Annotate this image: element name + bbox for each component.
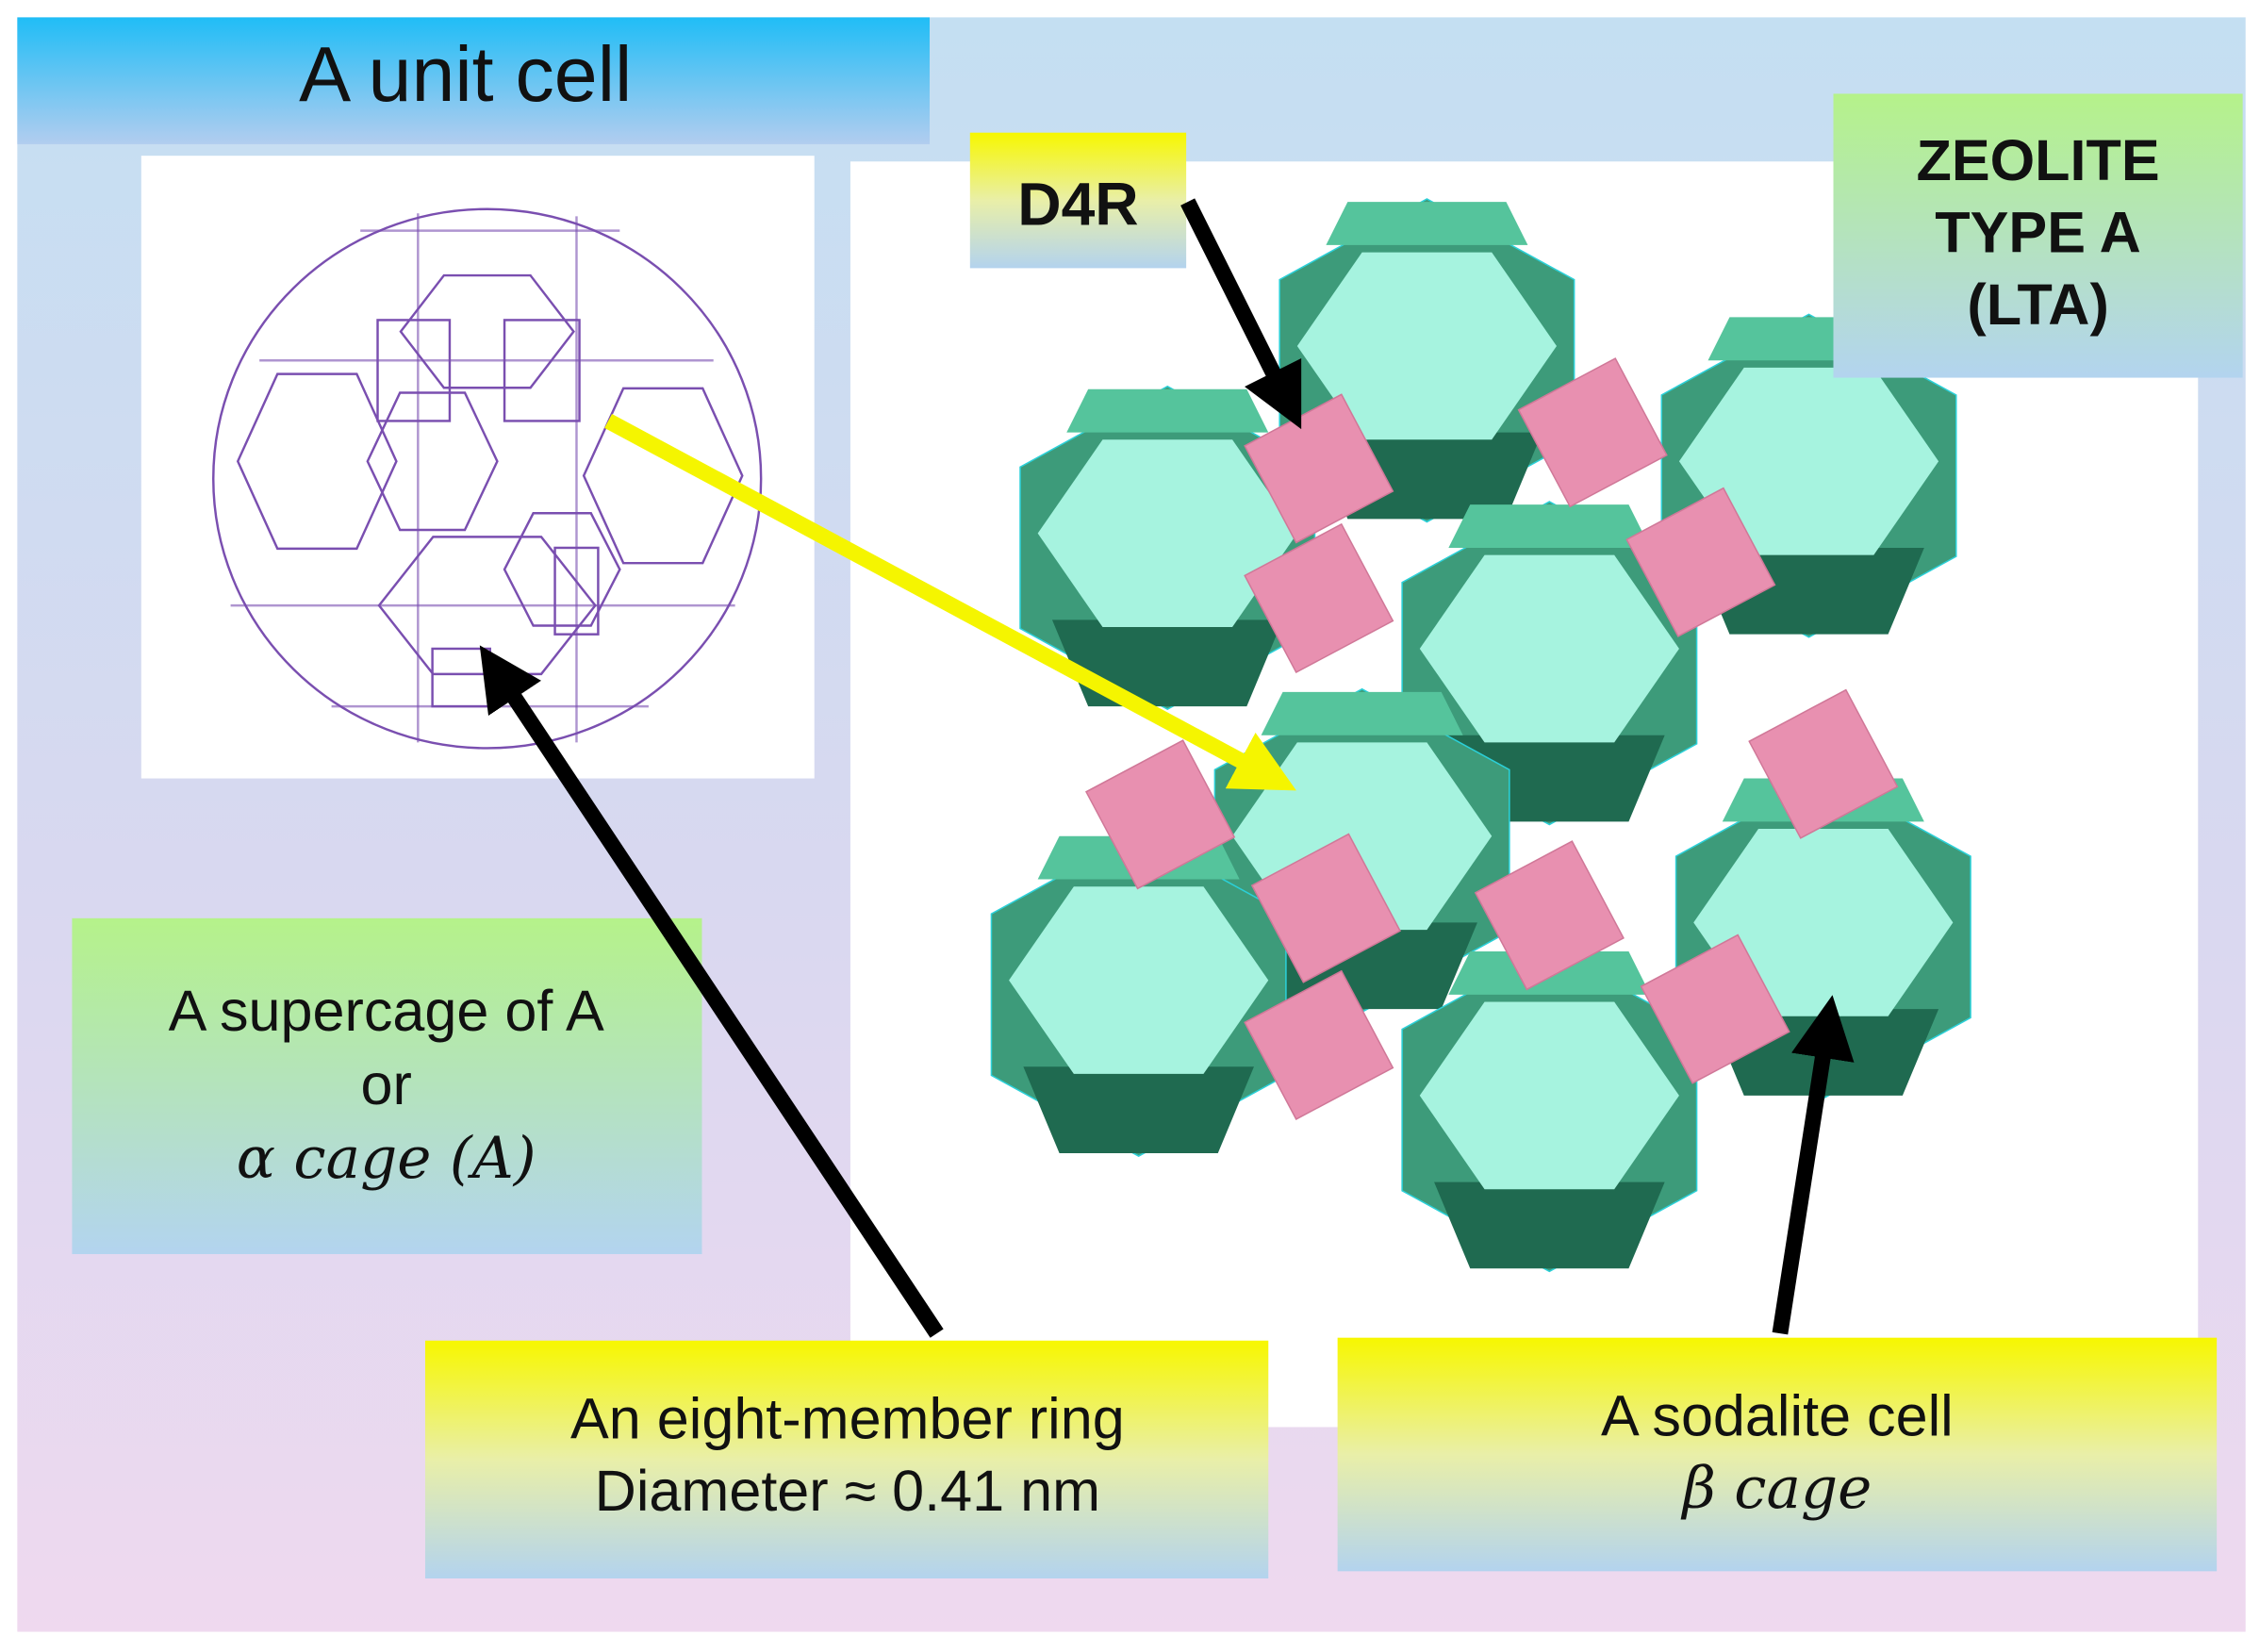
zeolite-label-box: ZEOLITE TYPE A (LTA) [1833,93,2243,378]
zeolite-label-line: ZEOLITE [1917,128,2160,192]
ring-label-line: Diameter ≈ 0.41 nm [595,1459,1100,1523]
highlight-arrow-icon [604,414,1296,791]
d4r-pointer-arrow-icon [1180,198,1302,430]
d4r-square [1085,739,1236,890]
supercage-label-line: or [361,1052,412,1116]
ring-label-line: An eight-member ring [570,1387,1125,1451]
alpha-cage-panel [140,156,815,779]
zeolite-framework-icon [990,198,1971,1273]
d4r-label: D4R [1017,171,1138,239]
sodalite-label-box: A sodalite cell β cage [1337,1337,2218,1572]
title-box: A unit cell [17,17,931,144]
polyhedron-wireframe-icon [212,207,763,750]
sodalite-cage [1278,198,1575,523]
zeolite-label-line: (LTA) [1967,273,2108,337]
d4r-square [1250,833,1401,983]
d4r-square [1244,522,1394,674]
sodalite-pointer-arrow-icon [1772,995,1855,1335]
sodalite-cage [1401,948,1698,1273]
d4r-square [1244,969,1394,1120]
supercage-label-line: A supercage of A [169,979,604,1043]
sodalite-label-line: A sodalite cell [1601,1384,1954,1448]
supercage-label-box: A supercage of A or α cage (A) [72,917,702,1255]
d4r-square [1474,840,1625,991]
d4r-square [1625,487,1776,637]
sodalite-cage [1019,385,1316,711]
supercage-label-line: α cage (A) [237,1125,536,1192]
d4r-square [1748,688,1899,839]
d4r-square [1517,357,1668,508]
zeolite-label-line: TYPE A [1935,201,2141,265]
sodalite-label-line: β cage [1681,1455,1872,1522]
ring-pointer-arrow-icon [479,645,944,1338]
title: A unit cell [299,31,632,118]
d4r-square [1640,933,1790,1084]
d4r-label-box: D4R [969,132,1187,269]
ring-label-box: An eight-member ring Diameter ≈ 0.41 nm [424,1340,1269,1578]
sodalite-cage [990,832,1287,1157]
